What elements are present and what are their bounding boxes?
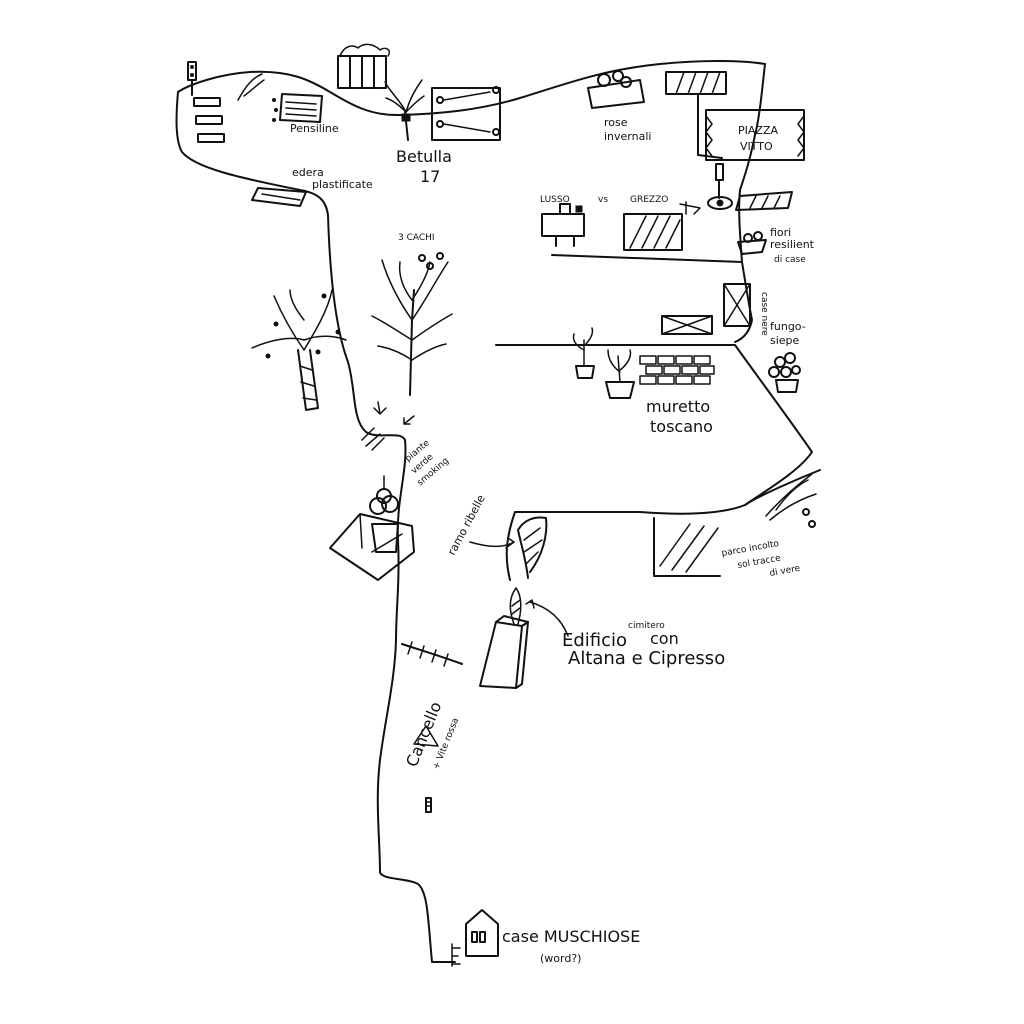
case-muschiose-house (451, 909, 499, 967)
fiori-planter (737, 231, 767, 255)
label-pensiline: Pensiline (290, 122, 339, 135)
rose-planter (587, 70, 645, 109)
cachi-tree-left (251, 289, 347, 411)
label-edificio-2: Altana e Cipresso (568, 648, 725, 669)
label-piazza-1: PIAZZA (738, 124, 778, 137)
potted-plants (572, 327, 635, 399)
label-muretto-2: toscano (650, 417, 713, 436)
label-muretto-1: muretto (646, 397, 710, 416)
parco-incolto (653, 473, 817, 577)
vine-fence (401, 641, 463, 747)
cachi-tree-right (371, 252, 453, 396)
fungo-siepe (768, 352, 801, 393)
label-edera-1: edera (292, 166, 324, 179)
label-betulla: Betulla (396, 147, 452, 166)
label-edera-2: plastificate (312, 178, 373, 191)
label-lusso: LUSSO (540, 195, 570, 205)
rooftop-building (337, 43, 391, 89)
label-edificio-cimitero: cimitero (628, 621, 665, 631)
crosswalk-right (735, 191, 793, 211)
piante-cluster (361, 427, 385, 451)
label-fungo-2: siepe (770, 334, 800, 347)
gate-marker (425, 797, 432, 813)
label-case-nere: case nere (759, 292, 769, 336)
arrow-markers (373, 401, 415, 425)
label-edificio: Edificio (562, 630, 627, 651)
muretto-wall (639, 355, 715, 385)
label-fiori-3: di case (774, 255, 806, 265)
label-grezzo: GREZZO (630, 195, 668, 205)
label-rose-1: rose (604, 116, 628, 129)
label-piazza-2: VITTO (740, 140, 773, 153)
crossed-box (661, 315, 713, 335)
betulla-tree (384, 79, 425, 141)
label-cachi: 3 CACHI (398, 233, 435, 243)
crosswalk-left (193, 97, 225, 143)
hatched-block-top (665, 71, 727, 95)
label-rose-2: invernali (604, 130, 651, 143)
label-fiori-2: resilient (770, 238, 815, 251)
ramo-ribelle-tree (469, 516, 548, 579)
label-betulla-number: 17 (420, 167, 440, 186)
edificio-altana (479, 587, 569, 689)
traffic-light-right (707, 163, 733, 210)
street-outline (175, 60, 821, 963)
label-vs: vs (598, 195, 608, 205)
label-edificio-con: con (650, 629, 679, 648)
garden-plot (431, 86, 501, 141)
terrace-shrub (329, 475, 415, 581)
grezzo-building (623, 201, 701, 251)
lusso-building (541, 203, 585, 247)
traffic-light-left (187, 61, 197, 96)
pensiline-shelter (237, 73, 323, 123)
case-nere-building (723, 283, 751, 327)
label-fungo-1: fungo- (770, 320, 806, 333)
label-parco-3: di vere (769, 564, 802, 579)
edera-patch (251, 187, 307, 207)
piazza-vitto (705, 109, 805, 161)
label-word: (word?) (540, 952, 581, 965)
label-fiori-1: fiori (770, 226, 791, 239)
label-case-muschiose: case MUSCHIOSE (502, 927, 640, 946)
label-ramo-ribelle: ramo ribelle (445, 492, 488, 557)
